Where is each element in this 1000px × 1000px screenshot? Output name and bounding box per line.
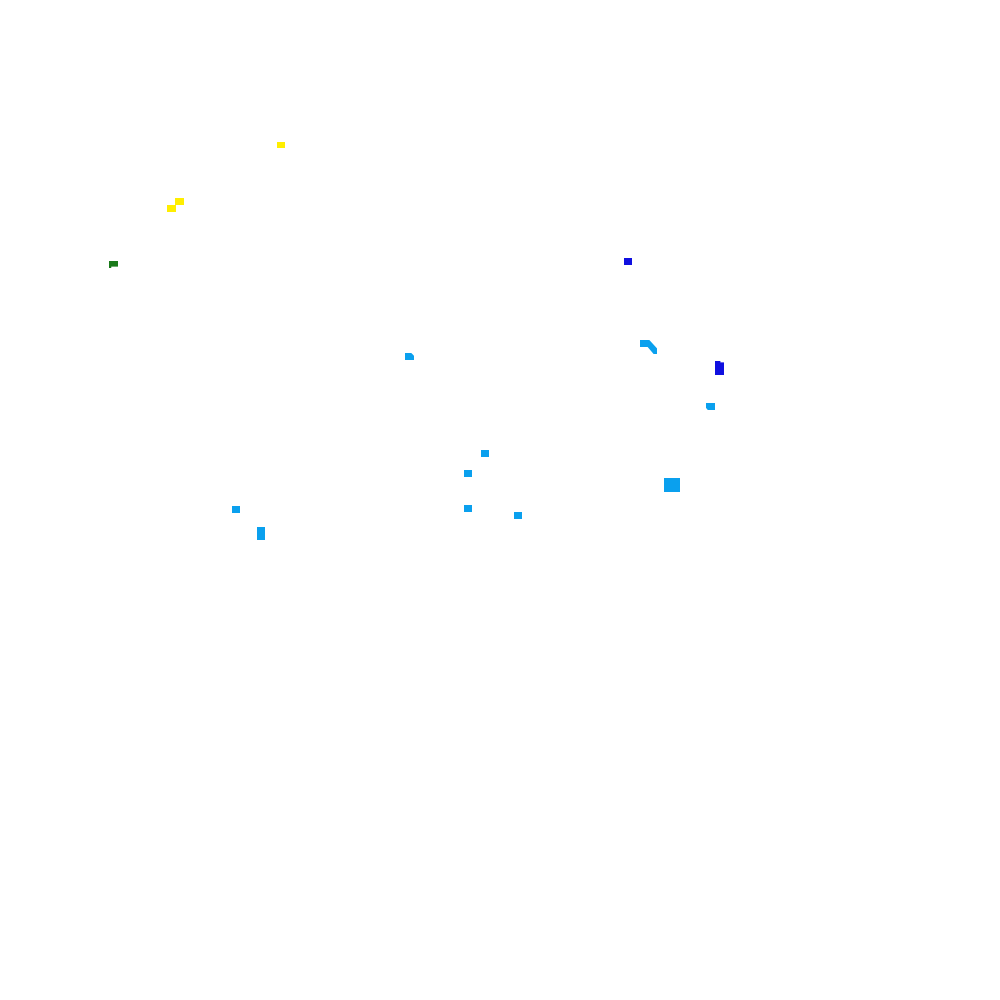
cyan-blob	[232, 506, 240, 513]
green-blob	[109, 261, 118, 268]
yellow-blob	[277, 142, 285, 148]
cyan-blob	[664, 478, 680, 492]
blue-blob	[624, 258, 632, 265]
yellow-blob	[167, 205, 176, 212]
cyan-blob	[257, 527, 265, 540]
blue-blob	[715, 361, 724, 375]
yellow-blob	[175, 198, 184, 205]
cyan-blob	[640, 340, 657, 354]
cyan-blob	[481, 450, 489, 457]
cyan-blob	[464, 470, 472, 477]
cyan-blob	[514, 512, 522, 519]
cyan-blob	[464, 505, 472, 512]
cyan-blob	[706, 403, 715, 410]
cyan-blob	[405, 353, 414, 360]
